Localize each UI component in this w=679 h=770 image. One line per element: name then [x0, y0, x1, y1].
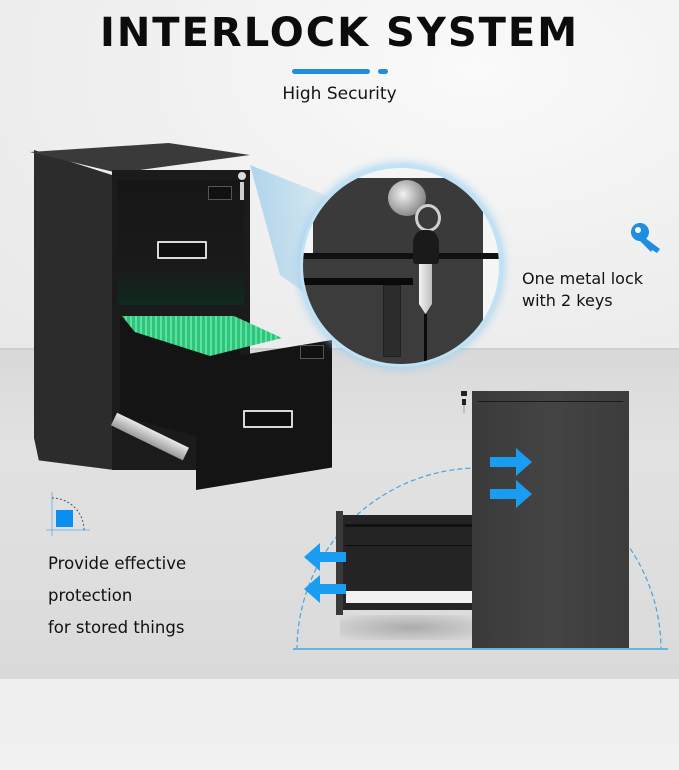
- side-cabinet-top-line: [478, 401, 623, 402]
- key-head-icon: [413, 230, 439, 264]
- label-holder-icon: [208, 186, 232, 200]
- arrow-right-icon: [490, 448, 532, 476]
- protection-feature-text: Provide effective protection for stored …: [48, 548, 186, 644]
- key-blade-icon: [419, 264, 432, 314]
- drawer-handle-icon: [157, 241, 207, 259]
- lock-feature-line-2: with 2 keys: [522, 291, 613, 310]
- drawer-shadow: [340, 615, 480, 640]
- key-icon: [631, 223, 660, 253]
- detail-slot: [303, 278, 413, 285]
- drawer-handle-icon: [243, 410, 293, 428]
- protection-line-1: Provide effective: [48, 554, 187, 573]
- key-icon-small: [240, 182, 244, 200]
- lock-feature-text: One metal lock with 2 keys: [522, 268, 643, 312]
- title-divider-long: [292, 69, 370, 74]
- lock-feature-line-1: One metal lock: [522, 269, 643, 288]
- detail-bracket: [383, 285, 401, 357]
- title-divider-dot: [378, 69, 388, 74]
- lock-zoom-detail: [303, 168, 499, 364]
- side-cabinet: [472, 391, 629, 649]
- arrow-left-icon: [304, 543, 346, 571]
- base-line: [293, 648, 668, 650]
- side-slide-rail: [346, 591, 472, 603]
- arrow-right-icon: [490, 480, 532, 508]
- detail-gap: [303, 253, 499, 259]
- page-title: INTERLOCK SYSTEM: [99, 10, 580, 56]
- lock-cylinder-icon: [238, 172, 246, 180]
- drawer-edge: [345, 524, 472, 527]
- key-cord: [424, 314, 427, 364]
- arrow-left-icon: [304, 575, 346, 603]
- page-subtitle: High Security: [282, 84, 397, 104]
- protection-square-icon: [46, 492, 90, 536]
- padlock-icon: [461, 391, 467, 413]
- swing-arc: [296, 467, 662, 651]
- protection-line-2: protection: [48, 586, 133, 605]
- cabinet-side: [34, 150, 114, 470]
- protection-line-3: for stored things: [48, 618, 185, 637]
- side-drawer-face: [336, 511, 343, 615]
- drawer-edge: [345, 545, 472, 546]
- key-ring-icon: [415, 204, 441, 232]
